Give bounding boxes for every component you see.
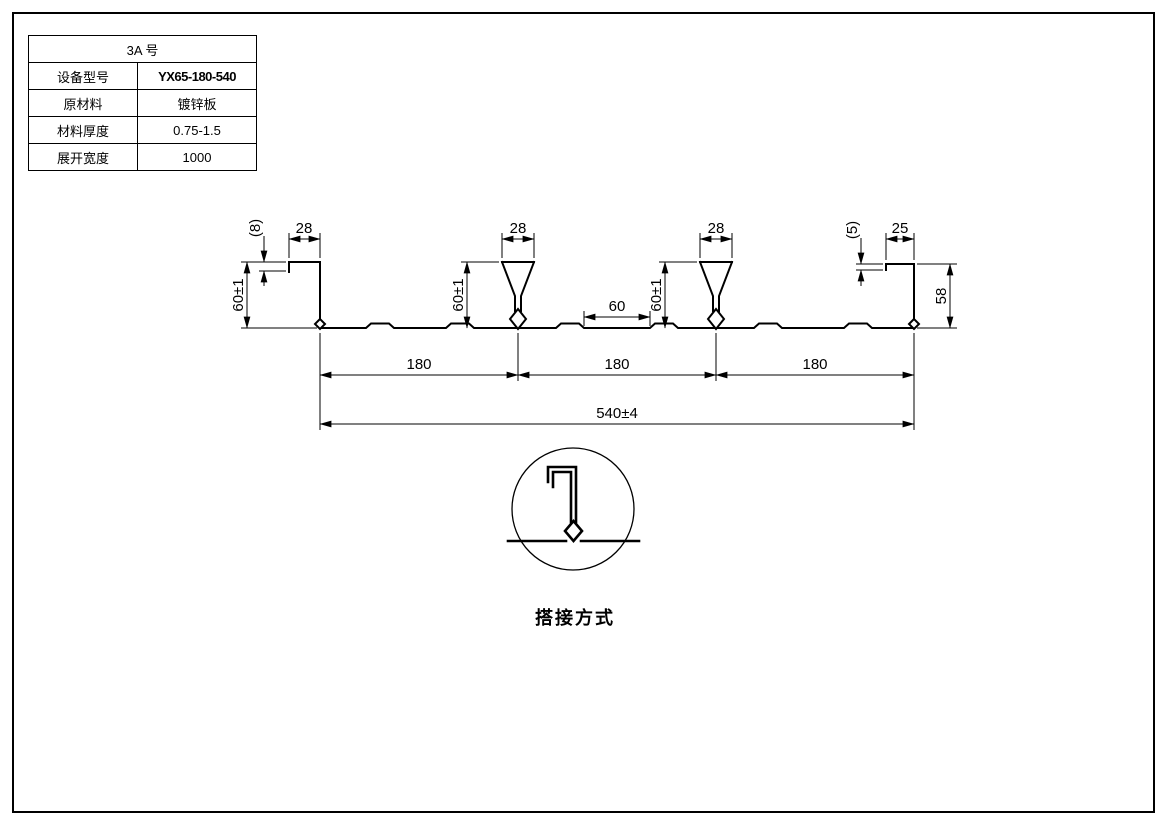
right-edge-lock <box>907 317 921 331</box>
rib1-lock-diamond <box>508 307 528 331</box>
dim-left-hook-width: 28 <box>296 220 313 237</box>
spec-label-material: 原材料 <box>28 89 138 117</box>
spec-value-model: YX65-180-540 <box>137 62 257 90</box>
dim-mid-flat: 60 <box>609 298 626 315</box>
spec-value-material: 镀锌板 <box>137 89 257 117</box>
spec-row-coil-width: 展开宽度 1000 <box>28 143 257 171</box>
dim-rib1-height: 60±1 <box>450 278 467 311</box>
dim-rib1-top-width: 28 <box>510 220 527 237</box>
dim-left-hook-lip: (8) <box>247 219 264 237</box>
detail-hook-outer <box>546 465 578 524</box>
spec-row-thickness: 材料厚度 0.75-1.5 <box>28 116 257 144</box>
detail-hook-inner <box>551 470 573 524</box>
spec-row-material: 原材料 镀锌板 <box>28 89 257 117</box>
spec-title: 3A 号 <box>28 35 257 63</box>
dim-overall-width: 540±4 <box>596 405 638 422</box>
dim-rib2-top-width: 28 <box>708 220 725 237</box>
rib1-dovetail <box>500 260 536 312</box>
dim-pitch1: 180 <box>406 356 431 373</box>
detail-lock-diamond <box>563 518 584 544</box>
dim-rib2-height: 60±1 <box>648 278 665 311</box>
dim-pitch3: 180 <box>802 356 827 373</box>
dim-right-hook-lip: (5) <box>844 221 861 239</box>
deck-profile-outline <box>288 260 921 331</box>
dimensions: 28 (8) 60±1 28 60±1 28 <box>230 219 957 430</box>
lap-joint-detail <box>506 447 641 571</box>
spec-table: 3A 号 设备型号 YX65-180-540 原材料 镀锌板 材料厚度 0.75… <box>28 35 257 171</box>
spec-label-coil-width: 展开宽度 <box>28 143 138 171</box>
spec-value-thickness: 0.75-1.5 <box>137 116 257 144</box>
spec-row-model: 设备型号 YX65-180-540 <box>28 62 257 90</box>
spec-row-title: 3A 号 <box>28 35 257 63</box>
rib2-dovetail <box>698 260 734 312</box>
spec-label-model: 设备型号 <box>28 62 138 90</box>
lap-detail-caption: 搭接方式 <box>535 607 615 628</box>
dim-right-hook-width: 25 <box>892 220 909 237</box>
spec-value-coil-width: 1000 <box>137 143 257 171</box>
dim-pitch2: 180 <box>604 356 629 373</box>
profile-main-path <box>288 261 915 329</box>
spec-label-thickness: 材料厚度 <box>28 116 138 144</box>
left-edge-lock <box>313 317 327 331</box>
dim-left-height: 60±1 <box>230 278 247 311</box>
dim-right-height: 58 <box>933 288 950 305</box>
rib2-lock-diamond <box>706 307 726 331</box>
detail-circle <box>511 447 635 571</box>
sheet-border <box>12 12 1155 813</box>
